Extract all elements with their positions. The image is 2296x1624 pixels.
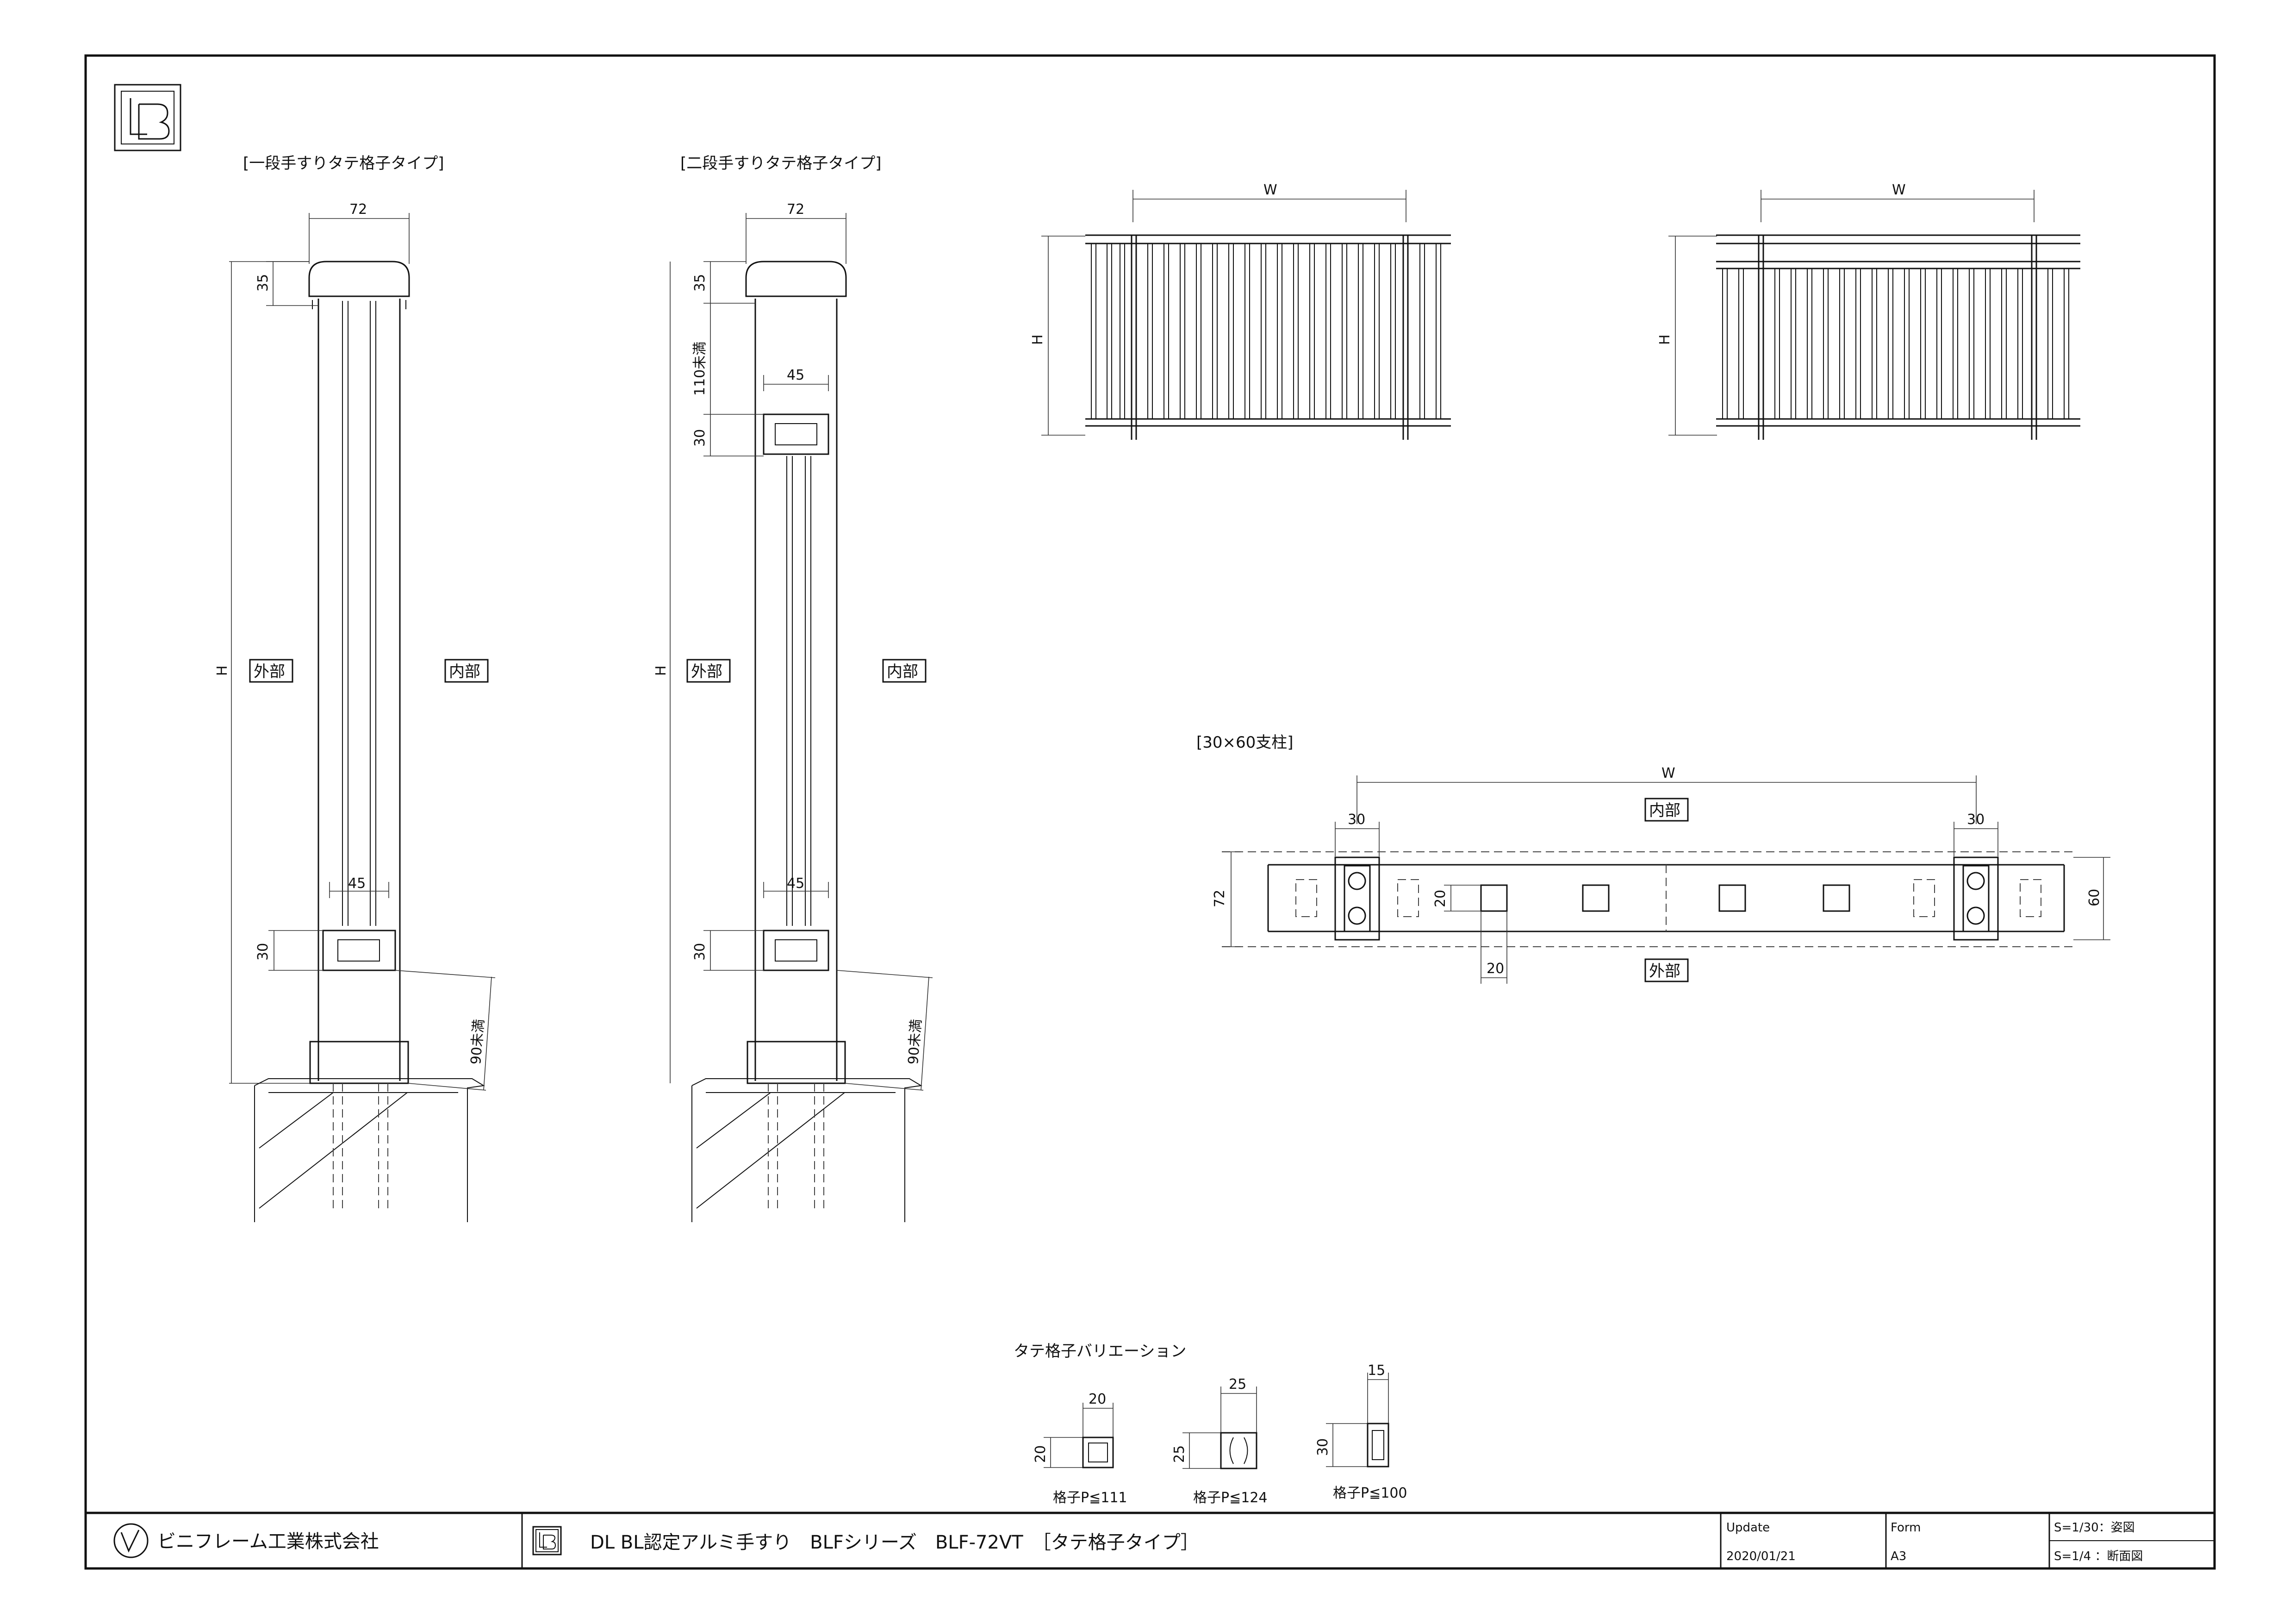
elevation-double: W H — [1657, 182, 2080, 440]
company-name: ビニフレーム工業株式会社 — [157, 1531, 379, 1552]
variation-2-height: 25 — [1171, 1445, 1188, 1463]
variation-item-1: 20 20 格子P≦111 — [1033, 1391, 1127, 1506]
plan-outer-label: 外部 — [1649, 962, 1680, 981]
plan-post-depth: 60 — [2086, 889, 2103, 906]
double-height: H — [653, 665, 669, 676]
variation-item-3: 15 30 格子P≦100 — [1315, 1362, 1407, 1501]
plan-section: [30×60支柱] W 内部 外部 30 30 72 60 — [1196, 733, 2110, 984]
plan-depth: 72 — [1212, 890, 1228, 907]
double-bottom-rail-width: 45 — [787, 875, 804, 892]
scale-elevation: S=1/30：姿図 — [2054, 1521, 2135, 1535]
variation-1-width: 20 — [1089, 1391, 1106, 1407]
form-label: Form — [1891, 1521, 1921, 1535]
double-top-width: 72 — [787, 201, 804, 218]
variation-1-pitch: 格子P≦111 — [1053, 1490, 1127, 1506]
single-top-width: 72 — [349, 201, 367, 218]
variation-3-height: 30 — [1315, 1438, 1331, 1456]
variation-2-width: 25 — [1229, 1376, 1246, 1393]
single-title: [一段手すりタテ格子タイプ] — [243, 154, 444, 173]
plan-baluster-height: 20 — [1432, 890, 1449, 907]
single-height: H — [214, 665, 230, 676]
plan-post-left: 30 — [1348, 812, 1365, 828]
update-label: Update — [1726, 1521, 1770, 1535]
elev2-height: H — [1657, 334, 1673, 345]
sheet-border — [84, 54, 2216, 1570]
plan-inner-label: 内部 — [1649, 801, 1680, 820]
single-cap-height: 35 — [255, 274, 271, 292]
elevation-single: W H — [1030, 182, 1451, 440]
variations-title: タテ格子バリエーション — [1014, 1342, 1186, 1361]
single-rail-section: [一段手すりタテ格子タイプ] 72 35 H 外部 内部 45 — [214, 154, 496, 1222]
double-rail-width: 45 — [787, 367, 804, 383]
variation-1-height: 20 — [1033, 1445, 1049, 1463]
variation-3-width: 15 — [1368, 1362, 1385, 1379]
elev2-width: W — [1892, 182, 1906, 198]
double-anchor: 90未満 — [905, 1018, 925, 1065]
single-inner-label: 内部 — [449, 662, 480, 681]
form-value: A3 — [1891, 1549, 1906, 1563]
update-value: 2020/01/21 — [1726, 1549, 1796, 1563]
single-rail-width: 45 — [348, 875, 366, 892]
scale-section: S=1/4 ：断面図 — [2054, 1549, 2143, 1563]
variation-3-pitch: 格子P≦100 — [1333, 1485, 1407, 1501]
double-bottom-rail-height: 30 — [692, 943, 708, 961]
double-title: [二段手すりタテ格子タイプ] — [680, 154, 882, 173]
elev1-width: W — [1263, 182, 1277, 198]
company-mark-icon — [113, 1523, 149, 1558]
plan-width: W — [1661, 765, 1675, 781]
double-inner-label: 内部 — [887, 662, 918, 681]
elev1-height: H — [1030, 334, 1046, 345]
double-outer-label: 外部 — [691, 662, 722, 681]
plan-post-right: 30 — [1967, 812, 1985, 828]
variation-2-pitch: 格子P≦124 — [1193, 1490, 1268, 1506]
lb-small-logo — [532, 1526, 562, 1555]
double-upper-rail-height: 30 — [692, 429, 708, 447]
variations-section: タテ格子バリエーション 20 20 格子P≦111 25 25 — [1014, 1342, 1407, 1506]
plan-baluster-width: 20 — [1487, 961, 1504, 977]
variation-item-2: 25 25 格子P≦124 — [1171, 1376, 1268, 1506]
double-gap: 110未満 — [692, 342, 708, 396]
single-anchor: 90未満 — [468, 1018, 487, 1065]
product-title: DL BL認定アルミ手すり BLFシリーズ BLF-72VT ［タテ格子タイプ］ — [590, 1532, 1199, 1553]
lb-logo — [114, 84, 181, 151]
single-outer-label: 外部 — [254, 662, 285, 681]
double-cap-height: 35 — [692, 274, 708, 292]
title-block: ビニフレーム工業株式会社 DL BL認定アルミ手すり BLFシリーズ BLF-7… — [86, 1512, 2215, 1568]
single-rail-height: 30 — [255, 943, 271, 961]
double-rail-section: [二段手すりタテ格子タイプ] 72 45 35 110未満 30 H 外部 — [653, 154, 933, 1222]
plan-title: [30×60支柱] — [1196, 733, 1294, 752]
